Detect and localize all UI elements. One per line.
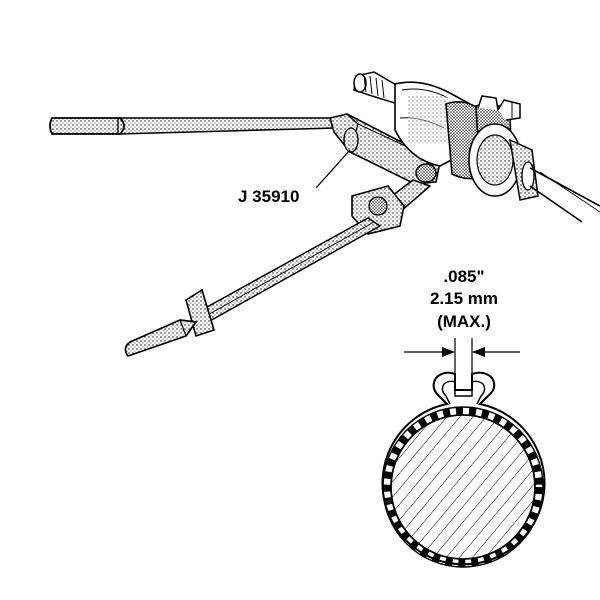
tool-jaw-upper [329,113,441,185]
gap-dimension [404,338,520,398]
clearance-inch-label: .085" [443,267,484,286]
clamp-cross-section [381,371,546,568]
clearance-note-label: (MAX.) [437,312,491,331]
lower-arm [124,179,431,357]
tool-leader-line [315,149,351,189]
clearance-mm-label: 2.15 mm [430,289,498,308]
upper-handle [49,117,337,135]
axle-assembly [353,71,600,223]
tool-label: J 35910 [238,187,299,206]
